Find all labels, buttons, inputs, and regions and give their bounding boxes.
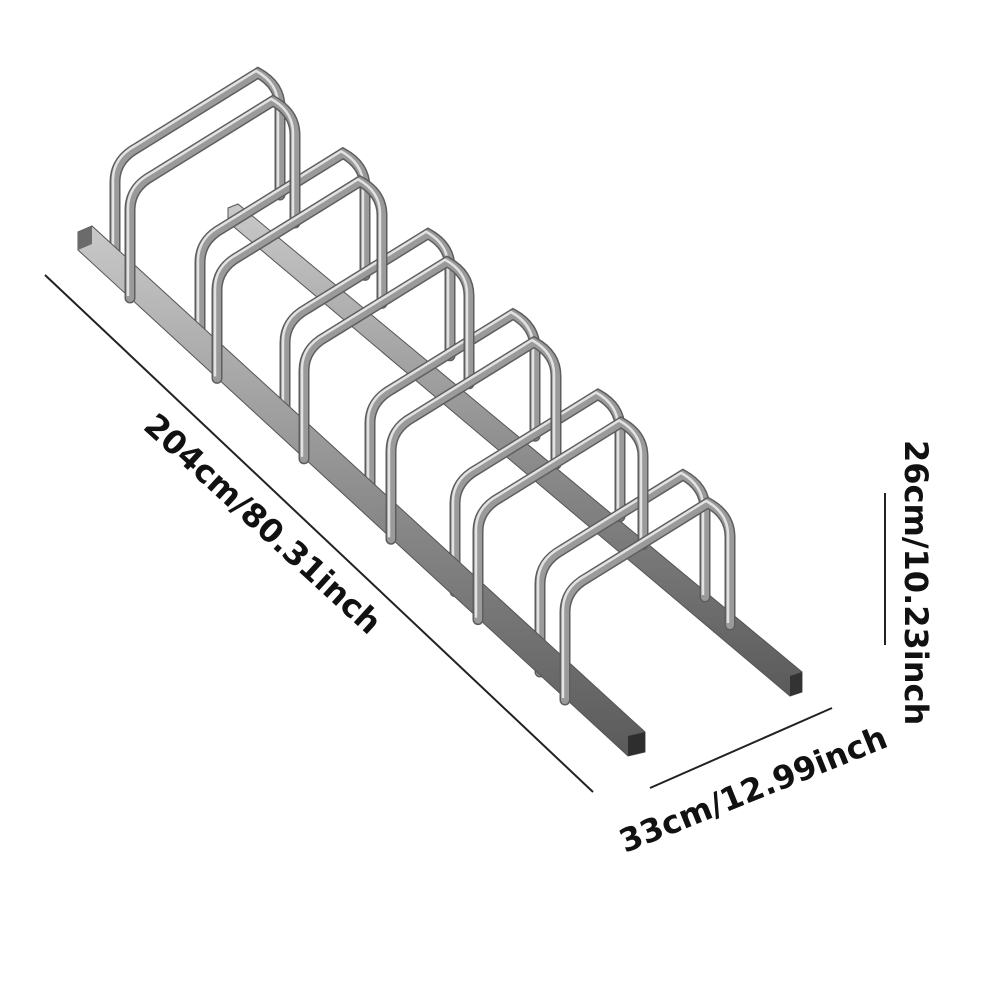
loop-tube-highlight (387, 338, 556, 538)
loop-tube (300, 257, 473, 463)
rack-loop-4-b (385, 335, 562, 545)
loop-tube (474, 417, 647, 624)
length-label: 204cm/80.31inch (137, 406, 389, 642)
loop-tube-highlight (561, 499, 730, 698)
length-dimension-line (44, 274, 594, 793)
loop-tube-highlight (111, 69, 280, 268)
rack-loops-front (124, 94, 736, 706)
rack-loop-1-b (124, 94, 301, 304)
loop-tube-highlight (126, 97, 295, 296)
loop-tube (561, 498, 734, 704)
width-label: 33cm/12.99inch (614, 718, 893, 860)
loop-tube-highlight (474, 419, 643, 618)
rack-loop-1-a (109, 66, 286, 276)
rack-loop-5-b (472, 416, 649, 626)
loop-tube-highlight (196, 149, 365, 349)
loop-tube (111, 68, 284, 274)
rack-loop-6-b (559, 496, 736, 706)
width-dimension-line (649, 707, 833, 789)
rack-loop-3-b (298, 255, 475, 465)
rail-end-cap (628, 732, 645, 756)
loop-tube (126, 96, 299, 302)
height-label: 26cm/10.23inch (897, 440, 935, 725)
loop-tube (387, 337, 560, 544)
loop-tube-highlight (451, 391, 620, 590)
loop-tube-highlight (536, 471, 705, 670)
loop-tube-highlight (300, 258, 469, 457)
rack-loop-2-b (211, 174, 388, 384)
loop-tube (213, 176, 386, 383)
loop-tube-highlight (213, 177, 382, 377)
loop-tube-highlight (366, 310, 535, 510)
